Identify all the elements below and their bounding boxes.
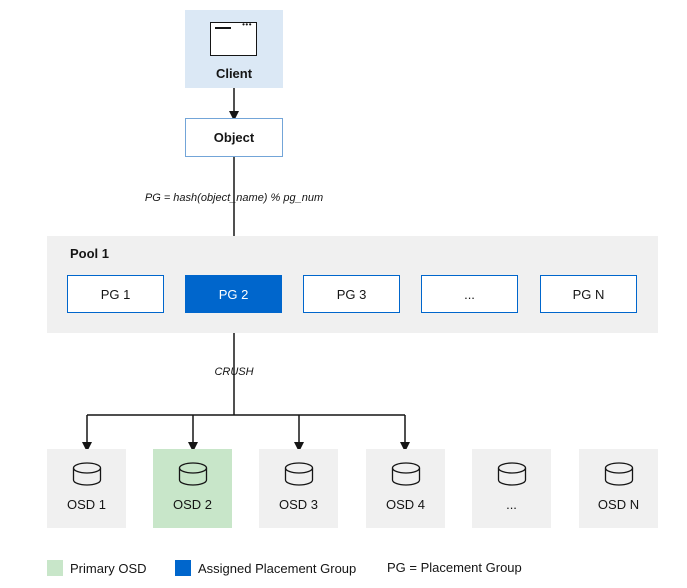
pg-box: PG 1 [67,275,164,313]
client-node: ••• Client [185,10,283,88]
osd-node: OSD 1 [47,449,126,528]
osd-node-primary: OSD 2 [153,449,232,528]
legend-label: Assigned Placement Group [198,560,357,576]
pool-title: Pool 1 [70,246,110,261]
crush-label: CRUSH [214,366,254,378]
object-node: Object [185,118,283,157]
pg-label: PG 3 [336,286,367,302]
osd-label: OSD N [597,497,640,512]
client-label: Client [215,66,253,81]
pg-box: ... [421,275,518,313]
disk-icon [604,462,634,486]
pg-label: PG 2 [218,286,249,302]
osd-label: OSD 3 [278,497,318,512]
pg-box: PG 3 [303,275,400,313]
legend-label: PG = Placement Group [387,560,522,575]
legend-pg-definition: PG = Placement Group [387,560,522,575]
osd-node: OSD 3 [259,449,338,528]
pg-label: PG N [572,286,605,302]
osd-node: OSD N [579,449,658,528]
osd-label: OSD 2 [172,497,212,512]
pg-box-assigned: PG 2 [185,275,282,313]
disk-icon [391,462,421,486]
legend-assigned-pg: Assigned Placement Group [175,560,356,576]
osd-label: ... [506,497,517,512]
pg-label: ... [464,286,475,302]
osd-label: OSD 1 [66,497,106,512]
disk-icon [178,462,208,486]
legend-primary-osd: Primary OSD [47,560,147,576]
primary-osd-swatch [47,560,63,576]
assigned-pg-swatch [175,560,191,576]
disk-icon [72,462,102,486]
disk-icon [284,462,314,486]
osd-label: OSD 4 [385,497,425,512]
hash-formula-label: PG = hash(object_name) % pg_num [144,192,324,204]
legend-label: Primary OSD [70,560,147,576]
disk-icon [497,462,527,486]
osd-node: ... [472,449,551,528]
application-window-icon: ••• [210,21,257,56]
object-label: Object [213,130,255,145]
pg-label: PG 1 [100,286,131,302]
pg-box: PG N [540,275,637,313]
osd-node: OSD 4 [366,449,445,528]
